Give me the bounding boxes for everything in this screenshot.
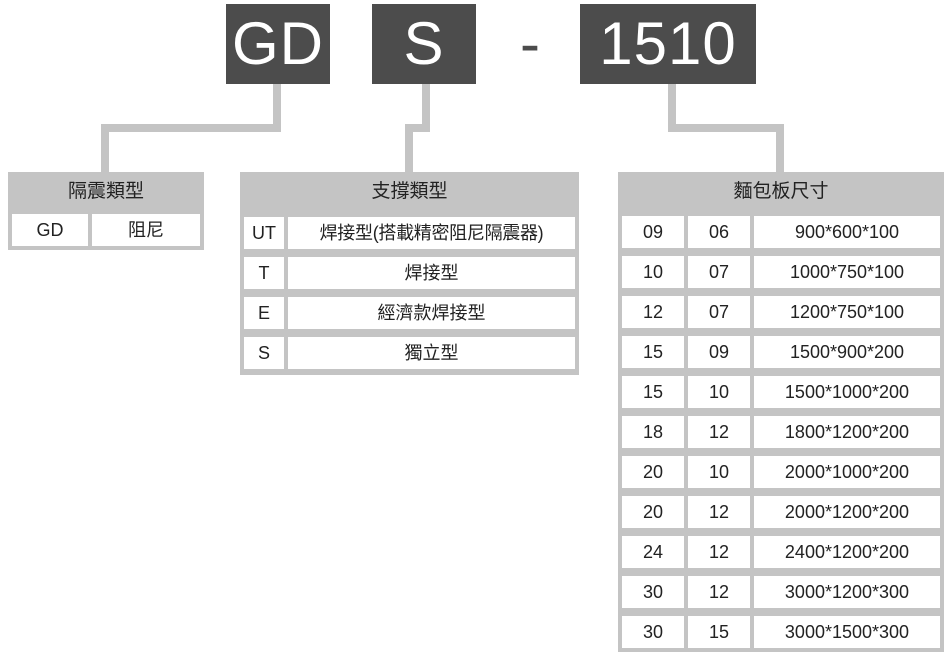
support-type-name: 焊接型(搭載精密阻尼隔震器) <box>288 217 575 249</box>
connector-support-vertical-top <box>422 84 430 132</box>
code-segment-isolation: GD <box>226 4 330 84</box>
connector-isolation-vertical-top <box>273 84 281 132</box>
breadboard-width-code: 12 <box>688 536 750 568</box>
breadboard-dimensions: 2000*1200*200 <box>754 496 940 528</box>
connector-size-horizontal <box>668 124 784 132</box>
breadboard-length-code: 15 <box>622 336 684 368</box>
breadboard-width-code: 10 <box>688 456 750 488</box>
isolation-type-title: 隔震類型 <box>67 181 144 202</box>
breadboard-dimensions: 900*600*100 <box>754 216 940 248</box>
breadboard-length-code: 20 <box>622 456 684 488</box>
support-type-name: 焊接型 <box>288 257 575 289</box>
breadboard-length-code: 30 <box>622 576 684 608</box>
breadboard-dimensions: 2400*1200*200 <box>754 536 940 568</box>
breadboard-width-code: 12 <box>688 496 750 528</box>
support-type-name: 經濟款焊接型 <box>288 297 575 329</box>
breadboard-width-code: 09 <box>688 336 750 368</box>
breadboard-length-code: 20 <box>622 496 684 528</box>
isolation-type-code: GD <box>12 214 88 246</box>
breadboard-width-code: 06 <box>688 216 750 248</box>
connector-isolation-horizontal <box>101 124 281 132</box>
code-segment-support: S <box>372 4 476 84</box>
connector-size-vertical-top <box>668 84 676 132</box>
code-segment-size: 1510 <box>580 4 756 84</box>
breadboard-dimensions: 1000*750*100 <box>754 256 940 288</box>
breadboard-length-code: 15 <box>622 376 684 408</box>
breadboard-length-code: 12 <box>622 296 684 328</box>
breadboard-dimensions: 1500*1000*200 <box>754 376 940 408</box>
breadboard-dimensions: 1500*900*200 <box>754 336 940 368</box>
breadboard-dimensions: 1200*750*100 <box>754 296 940 328</box>
breadboard-length-code: 09 <box>622 216 684 248</box>
breadboard-dimensions: 2000*1000*200 <box>754 456 940 488</box>
connector-size-vertical-bottom <box>776 124 784 172</box>
support-type-code: UT <box>244 217 284 249</box>
breadboard-length-code: 30 <box>622 616 684 648</box>
connector-isolation-vertical-bottom <box>101 124 109 172</box>
breadboard-size-panel: 麵包板尺寸 09 06 900*600*100 10 07 1000*750*1… <box>618 172 944 652</box>
breadboard-dimensions: 1800*1200*200 <box>754 416 940 448</box>
breadboard-length-code: 18 <box>622 416 684 448</box>
breadboard-length-code: 24 <box>622 536 684 568</box>
breadboard-dimensions: 3000*1500*300 <box>754 616 940 648</box>
breadboard-width-code: 07 <box>688 296 750 328</box>
breadboard-width-code: 12 <box>688 576 750 608</box>
breadboard-length-code: 10 <box>622 256 684 288</box>
support-type-code: T <box>244 257 284 289</box>
support-type-code: S <box>244 337 284 369</box>
support-type-panel: 支撐類型 UT 焊接型(搭載精密阻尼隔震器) T 焊接型 E 經濟款焊接型 S … <box>240 172 579 375</box>
support-type-code: E <box>244 297 284 329</box>
isolation-type-name: 阻尼 <box>92 214 200 246</box>
breadboard-width-code: 15 <box>688 616 750 648</box>
connector-support-horizontal <box>405 124 430 132</box>
breadboard-dimensions: 3000*1200*300 <box>754 576 940 608</box>
support-type-name: 獨立型 <box>288 337 575 369</box>
breadboard-width-code: 10 <box>688 376 750 408</box>
breadboard-size-title: 麵包板尺寸 <box>733 181 829 202</box>
code-separator: - <box>520 10 540 77</box>
support-type-title: 支撐類型 <box>371 181 448 202</box>
connector-support-vertical-bottom <box>405 124 413 172</box>
breadboard-width-code: 07 <box>688 256 750 288</box>
breadboard-width-code: 12 <box>688 416 750 448</box>
isolation-type-panel: 隔震類型 GD 阻尼 <box>8 172 204 250</box>
